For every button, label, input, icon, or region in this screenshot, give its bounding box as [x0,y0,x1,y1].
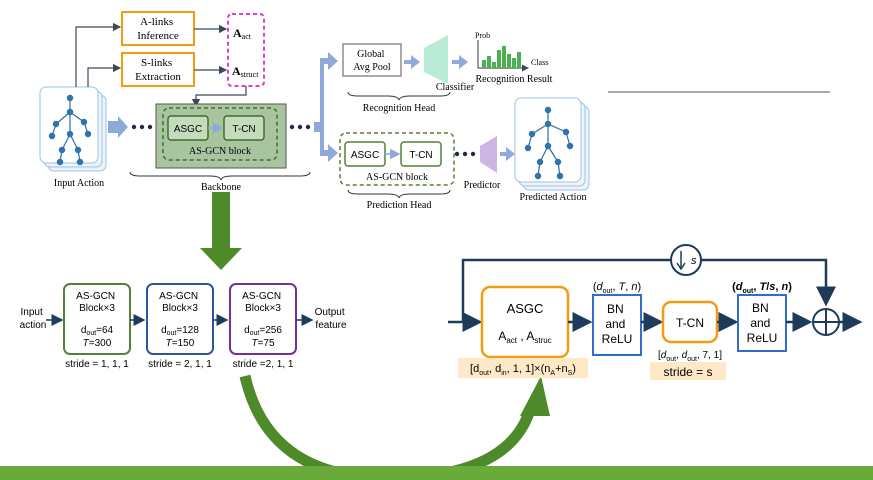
asgcn-block-2 [146,283,214,355]
bn1-line3: ReLU [602,332,633,346]
output-feature-line1: Output [315,307,345,318]
svg-text:AS-GCN Block×3: AS-GCN Block×3 [159,291,201,314]
backbone-label: Backbone [201,182,242,193]
input-action-skeleton [39,86,107,172]
block1-title-2: Block×3 [79,303,115,314]
block1-t: T=300 [83,338,112,349]
recognition-result-label: Recognition Result [476,74,553,85]
block2-t: T=150 [166,338,195,349]
bn1-line2: and [605,317,625,331]
bn2-line1: BN [752,301,769,315]
predicted-action-label: Predicted Action [520,192,587,203]
alinks-line1: A-links [140,16,173,28]
sum-node [812,308,840,336]
block1-stride: stride = 1, 1, 1 [65,359,129,370]
asgcn-block-1 [63,283,131,355]
pred-asgcn-block [339,132,455,186]
gap-line1: Global [357,49,384,60]
stride-s-text: stride = s [663,365,712,379]
asgc-shape-label: [dout, din, 1, 1]×(nA+nS) [470,363,576,377]
predictor-shape [480,136,497,173]
block1-title-1: AS-GCN [76,291,115,302]
input-action-line1: Input [20,307,42,318]
pred-tcn-label: T-CN [409,150,432,161]
predicted-action-skeleton [514,97,590,191]
bn1-line1: BN [607,302,624,316]
backbone-to-heads-arrow [289,52,338,162]
svg-text:BN and ReLU: BN and ReLU [747,301,778,345]
class-label: Class [531,58,548,67]
slinks-line2: Extraction [135,71,181,83]
recognition-head-label: Recognition Head [363,103,435,114]
svg-text:Global Avg Pool: Global Avg Pool [353,49,391,73]
gap-line2: Avg Pool [353,62,391,73]
prob-label: Prob [475,31,490,40]
stride-s-label: s [691,255,697,267]
bn2-shape: (dout, T/s, n) [732,281,792,295]
skip-connection [461,258,836,322]
bn1-shape: (dout, T, n) [593,281,641,295]
recognition-result-chart: Prob Class [475,31,548,72]
predictor-label: Predictor [464,180,501,191]
bn2-line2: and [750,316,770,330]
expand-down-arrow [200,192,242,270]
svg-text:Input action: Input action [20,307,47,331]
block2-title-2: Block×3 [162,303,198,314]
bn-relu-2 [737,294,787,352]
pred-block-label: AS-GCN block [366,172,428,183]
classifier-label: Classifier [436,82,475,93]
svg-text:S-links Extraction: S-links Extraction [135,57,181,83]
backbone-block-label: AS-GCN block [189,146,251,157]
svg-text:Output feature: Output feature [315,307,348,331]
stride-s-circle [670,244,702,276]
a-act-label: Aact [233,26,252,41]
tcn-label: T-CN [676,316,704,330]
bn2-line3: ReLU [747,331,778,345]
pred-tcn-box [400,141,442,167]
input-action-line2: action [20,320,47,331]
alinks-inference-box [121,11,195,46]
block3-title-1: AS-GCN [242,291,281,302]
svg-text:AS-GCN Block×3: AS-GCN Block×3 [76,291,118,314]
classifier-shape [424,35,448,84]
input-action-label: Input Action [54,178,104,189]
bn-relu-1 [592,294,642,356]
block2-stride: stride = 2, 1, 1 [148,359,212,370]
asgcn-block-3 [229,283,297,355]
bottom-bar [0,466,873,480]
asgc-module [480,285,570,359]
output-feature-line2: feature [315,320,347,331]
asgc-title: ASGC [507,301,544,316]
block2-title-1: AS-GCN [159,291,198,302]
backbone-tcn-box [223,115,265,141]
tcn-shape: [dout, dout, 7, 1] [658,350,722,363]
backbone-asgc-label: ASGC [174,124,202,135]
adjacency-box [227,13,265,87]
pred-asgc-label: ASGC [351,150,379,161]
block1-dout: dout=64 [81,325,114,337]
alinks-line2: Inference [137,30,179,42]
svg-text:A-links Inference: A-links Inference [137,16,179,42]
input-to-backbone-arrow [108,116,153,138]
expand-curved-arrow [239,374,536,480]
a-struct-label: Astruct [232,64,259,79]
svg-text:BN and ReLU: BN and ReLU [602,302,633,346]
global-avg-pool-box [342,43,402,77]
slinks-line1: S-links [141,57,172,69]
block3-stride: stride =2, 1, 1 [233,359,294,370]
prediction-head-label: Prediction Head [367,200,432,211]
backbone-asgcn-block [162,107,278,161]
stride-s-bg [650,362,726,380]
asgc-shape-label-bg [458,358,588,378]
svg-text:AS-GCN Block×3: AS-GCN Block×3 [242,291,284,314]
backbone-tcn-label: T-CN [232,124,255,135]
block3-t: T=75 [251,338,275,349]
asgc-adjacency: Aact , Astruc [498,329,551,345]
block3-title-2: Block×3 [245,303,281,314]
